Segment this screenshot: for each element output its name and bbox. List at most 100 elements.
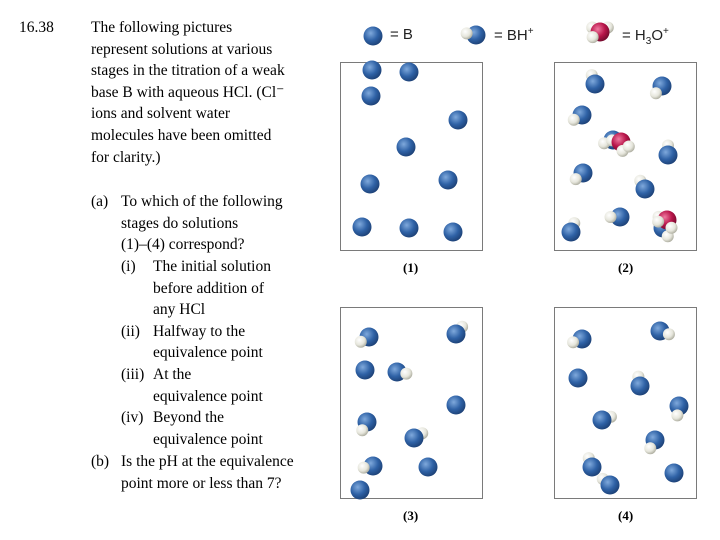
base-molecule: [568, 368, 588, 388]
proton-atom: [604, 211, 617, 223]
base-atom: [438, 170, 458, 190]
base-atom: [350, 480, 370, 500]
part-a-line: stages do solutions: [121, 214, 239, 232]
legend-bh-charge: +: [527, 26, 534, 37]
option-iv-number: (iv): [121, 409, 144, 427]
proton-atom: [400, 367, 413, 380]
protonated-base-molecule: [585, 69, 605, 94]
base-molecule: [363, 26, 383, 46]
option-ii-line: equivalence point: [153, 344, 263, 362]
base-atom: [399, 218, 419, 238]
base-atom: [360, 174, 380, 194]
legend-bh-text: = BH: [494, 27, 528, 44]
base-molecule: [399, 218, 419, 238]
base-atom: [446, 395, 466, 415]
proton-atom: [644, 442, 657, 455]
option-i-line: any HCl: [153, 301, 206, 319]
option-iii-number: (iii): [121, 365, 145, 383]
part-b-line: Is the pH at the equivalence: [121, 453, 294, 470]
proton-atom: [460, 27, 473, 40]
protonated-base-molecule: [387, 362, 413, 382]
protonated-base-molecule: [669, 396, 689, 422]
base-atom: [362, 60, 382, 80]
hydrogen-atom: [665, 221, 678, 234]
legend-h3o-o: O: [651, 27, 663, 44]
base-atom: [443, 222, 463, 242]
protonated-base-molecule: [567, 105, 592, 126]
base-atom: [582, 457, 602, 477]
proton-atom: [662, 328, 675, 341]
proton-atom: [356, 424, 369, 437]
base-atom: [404, 428, 424, 448]
base-atom: [448, 110, 468, 130]
option-iv-line: equivalence point: [153, 430, 263, 448]
protonated-base-molecule: [649, 76, 672, 100]
base-atom: [363, 26, 383, 46]
legend-h3o-subscript: 3: [645, 36, 652, 47]
base-molecule: [355, 360, 375, 380]
part-a-line: To which of the following: [121, 193, 283, 210]
base-molecule: [360, 174, 380, 194]
base-atom: [600, 475, 620, 495]
intro-line: for clarity.): [91, 148, 161, 166]
protonated-base-molecule: [596, 472, 620, 495]
base-atom: [352, 217, 372, 237]
legend-h3o-charge: +: [663, 26, 669, 37]
legend-h3o-text: = H: [622, 27, 646, 44]
option-numbers: (i) (ii) (iii) (iv): [121, 256, 144, 429]
protonated-base-molecule: [582, 452, 602, 477]
proton-atom: [354, 335, 367, 348]
hydrogen-atom: [652, 215, 665, 228]
option-iv-line: Beyond the: [153, 409, 225, 427]
base-molecule: [352, 217, 372, 237]
option-iii-line: equivalence point: [153, 387, 263, 405]
protonated-base-molecule: [567, 329, 592, 349]
base-molecule: [446, 395, 466, 415]
base-molecule: [361, 86, 381, 106]
protonated-base-molecule: [356, 412, 377, 437]
hydrogen-atom: [622, 140, 635, 153]
option-iii-line: At the: [153, 365, 192, 383]
part-b-question: Is the pH at the equivalence point more …: [121, 451, 294, 494]
protonated-base-molecule: [561, 217, 581, 242]
option-ii-number: (ii): [121, 322, 140, 340]
protonated-base-molecule: [446, 320, 469, 344]
base-atom: [396, 137, 416, 157]
intro-line: molecules have been omitted: [91, 126, 272, 144]
base-atom: [585, 74, 605, 94]
legend-h3o-label: = H3O+: [622, 26, 669, 47]
base-atom: [635, 179, 655, 199]
intro-line: represent solutions at various: [91, 40, 273, 58]
problem-intro: The following pictures represent solutio…: [91, 17, 285, 168]
base-atom: [592, 410, 612, 430]
part-a-label: (a): [91, 193, 109, 210]
option-i-line: before addition of: [153, 279, 265, 297]
proton-atom: [567, 336, 580, 349]
intro-line: stages in the titration of a weak: [91, 62, 285, 80]
protonated-base-molecule: [644, 430, 665, 455]
base-atom: [658, 145, 678, 165]
protonated-base-molecule: [357, 456, 383, 476]
base-molecule: [418, 457, 438, 477]
proton-atom: [567, 113, 580, 126]
hydrogen-atom: [586, 31, 599, 44]
protonated-base-molecule: [658, 139, 678, 165]
legend-bh-label: = BH+: [494, 26, 534, 44]
part-a-question: To which of the following stages do solu…: [121, 191, 283, 256]
base-molecule: [399, 62, 419, 82]
part-b-label: (b): [91, 453, 110, 470]
protonated-base-molecule: [569, 163, 593, 186]
base-molecule: [443, 222, 463, 242]
part-b-line: point more or less than 7?: [121, 474, 282, 492]
protonated-base-molecule: [460, 25, 486, 45]
base-atom: [361, 86, 381, 106]
protonated-base-molecule: [650, 321, 675, 341]
proton-atom: [649, 87, 662, 100]
intro-line: The following pictures: [91, 19, 233, 36]
protonated-base-molecule: [592, 410, 617, 430]
base-atom: [568, 368, 588, 388]
intro-line: base B with aqueous HCl. (Cl⁻: [91, 83, 285, 101]
hydronium-ion: [652, 210, 678, 234]
base-atom: [418, 457, 438, 477]
